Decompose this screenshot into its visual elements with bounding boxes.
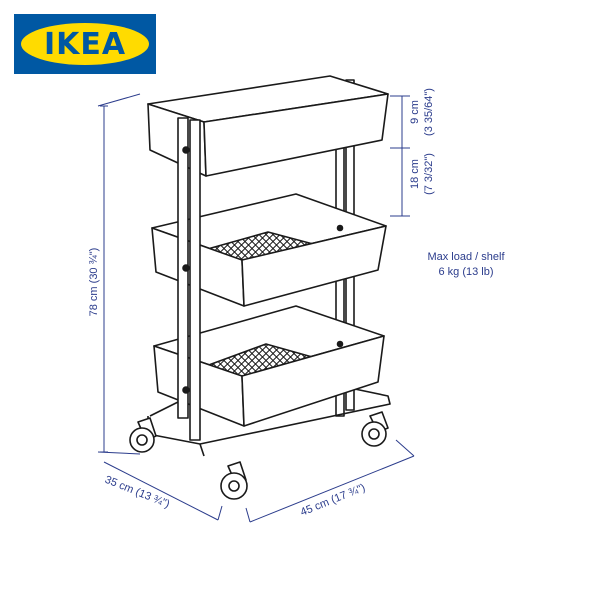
width-label: 45 cm (17 ¾") xyxy=(299,482,367,519)
front-right-post xyxy=(189,119,201,441)
max-load-label: Max load / shelf xyxy=(427,251,505,263)
top-shelf-height-label: 9 cm xyxy=(409,100,421,124)
width-dimension-line xyxy=(249,455,415,523)
height-total-label: 78 cm (30 ¾") xyxy=(88,248,100,317)
shelf-spacing-inch-label: (7 3/32") xyxy=(423,153,435,195)
caster-front-left xyxy=(129,417,157,453)
caster-front xyxy=(220,461,248,500)
ikea-logo: IKEA xyxy=(14,14,156,74)
shelf-spacing-label: 18 cm xyxy=(409,159,421,189)
max-load-value: 6 kg (13 lb) xyxy=(438,266,494,278)
max-load-info: Max load / shelf 6 kg (13 lb) xyxy=(416,250,516,280)
post-clip-middle xyxy=(182,264,190,272)
ikea-logo-oval: IKEA xyxy=(21,23,149,65)
top-shelf-height-inch-label: (3 35/64") xyxy=(423,88,435,136)
caster-right xyxy=(361,411,389,447)
trolley xyxy=(129,75,391,500)
height-top-extension xyxy=(97,93,141,107)
post-clip-top xyxy=(182,146,190,154)
depth-dimension-line xyxy=(103,461,219,521)
ikea-logo-text: IKEA xyxy=(43,26,127,62)
dimension-lines xyxy=(97,93,415,523)
post-clip-bottom xyxy=(182,386,190,394)
